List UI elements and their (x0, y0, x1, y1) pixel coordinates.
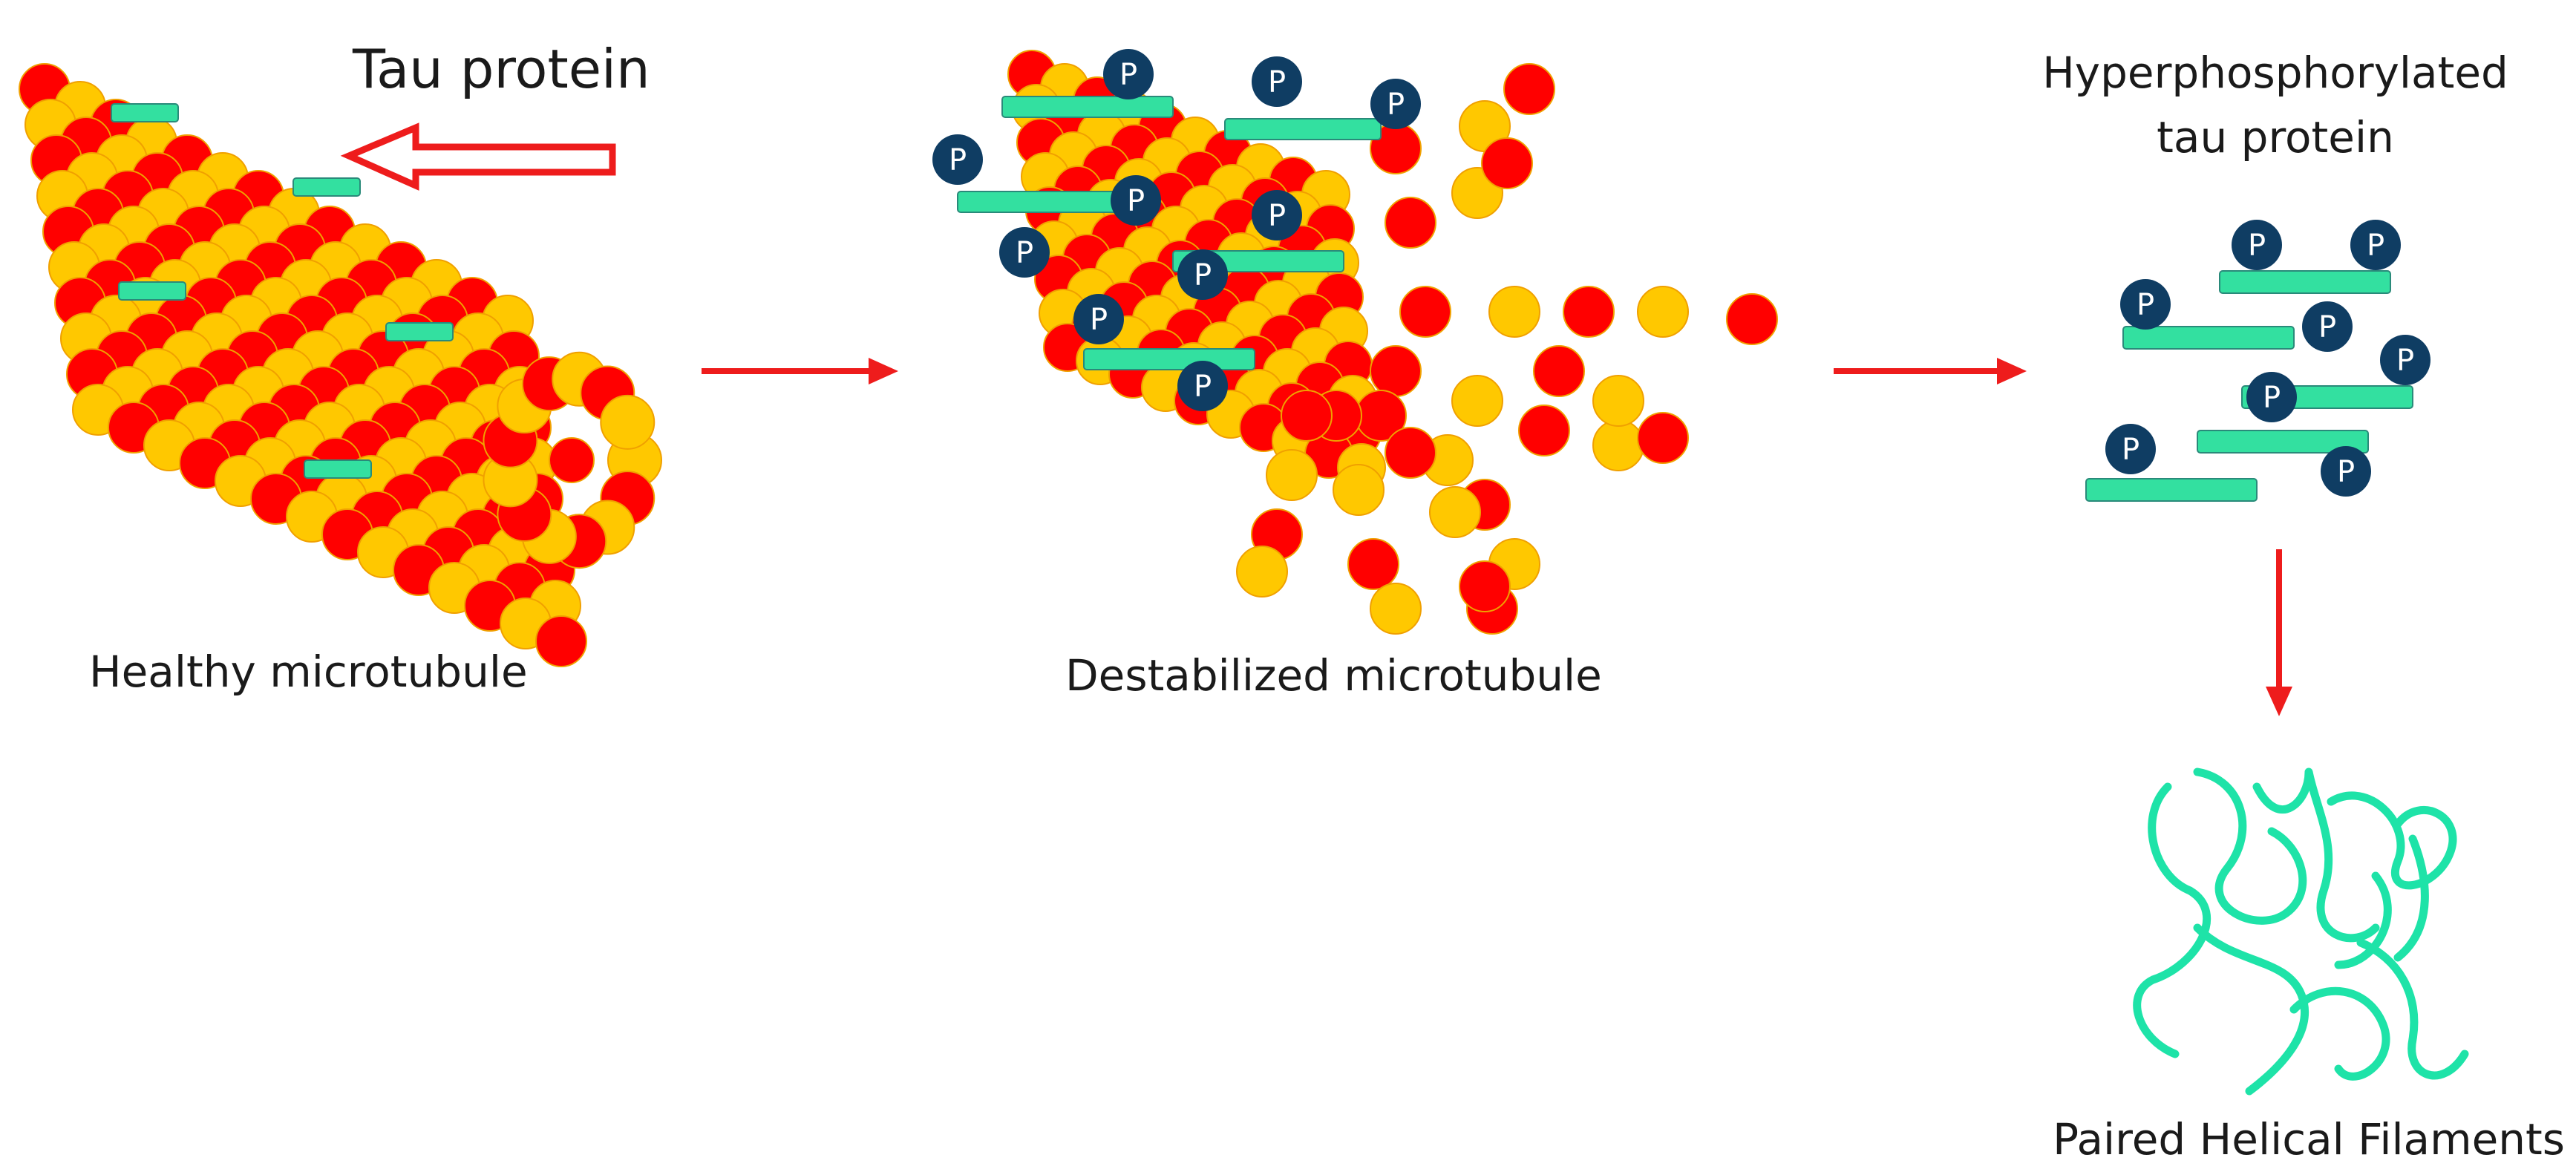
tau-protein-label: Tau protein (352, 38, 650, 100)
phosphate-label: P (1090, 303, 1108, 337)
tubulin-subunit (1503, 63, 1555, 115)
phosphate-label: P (1016, 236, 1033, 270)
phosphate-group: P (2321, 446, 2371, 497)
tau-protein-strand (2122, 326, 2295, 350)
paired-helical-filaments (2133, 767, 2469, 1096)
tubulin-subunit (1451, 375, 1503, 427)
hyperphosphorylated-label-line1: Hyperphosphorylated (2042, 48, 2508, 98)
phosphate-group: P (1252, 190, 1302, 240)
tubulin-subunit (1488, 286, 1540, 338)
healthy-microtubule-label: Healthy microtubule (89, 646, 528, 697)
healthy-microtubule (19, 63, 662, 667)
phosphate-label: P (1268, 65, 1286, 99)
phosphate-label: P (1119, 58, 1137, 92)
tubulin-subunit (1333, 464, 1385, 516)
phosphate-group: P (1177, 249, 1228, 300)
paired-helical-filaments-label: Paired Helical Filaments (2053, 1114, 2565, 1165)
phosphate-label: P (2248, 229, 2266, 263)
phosphate-label: P (2318, 310, 2336, 344)
phosphate-group: P (2105, 424, 2156, 474)
tubulin-subunit (1281, 390, 1333, 442)
tubulin-subunit (1637, 412, 1689, 464)
tubulin-subunit (1385, 197, 1436, 249)
tau-protein-strand (304, 459, 372, 479)
phosphate-group: P (2380, 335, 2430, 385)
tubulin-subunit (600, 394, 656, 450)
phosphate-label: P (2263, 381, 2281, 415)
tubulin-subunit (1637, 286, 1689, 338)
tubulin-subunit (1459, 560, 1511, 612)
tau-protein-strand (111, 103, 179, 122)
tubulin-subunit (535, 615, 587, 667)
phosphate-group: P (2350, 220, 2401, 270)
tau-protein-strand (1001, 96, 1174, 118)
hyperphosphorylated-tau-group: P P P P P P P P (2085, 220, 2430, 502)
arrow-healthy-to-destabilized (702, 358, 898, 384)
phosphate-group: P (932, 134, 983, 185)
phosphate-label: P (949, 143, 967, 177)
destabilized-microtubule-label: Destabilized microtubule (1065, 650, 1602, 701)
tubulin-subunit (1563, 286, 1615, 338)
phosphate-label: P (2337, 455, 2355, 489)
arrow-to-paired-helical-filaments (2266, 549, 2292, 716)
tubulin-subunit (1726, 293, 1778, 345)
phosphate-group: P (1177, 361, 1228, 411)
phosphate-group: P (1252, 56, 1302, 107)
tau-protein-strand (1083, 348, 1255, 370)
tubulin-subunit (549, 437, 595, 483)
tau-protein-strand (2197, 430, 2369, 454)
tau-protein-strand (385, 322, 454, 341)
tubulin-subunit (1347, 538, 1399, 590)
tubulin-subunit (1592, 419, 1644, 471)
phosphate-group: P (2232, 220, 2282, 270)
phosphate-label: P (1127, 184, 1145, 218)
phosphate-label: P (1194, 258, 1212, 292)
tau-protein-strand (2085, 478, 2258, 502)
phosphate-group: P (999, 227, 1050, 278)
tubulin-subunit (1399, 286, 1451, 338)
phosphate-label: P (2122, 433, 2139, 467)
tubulin-subunit (1429, 486, 1481, 538)
phosphate-group: P (2120, 279, 2171, 330)
tubulin-subunit (1518, 405, 1570, 456)
phosphate-label: P (1387, 88, 1405, 122)
phosphate-label: P (2396, 344, 2414, 378)
tubulin-subunit (1370, 345, 1422, 397)
tubulin-subunit (1533, 345, 1585, 397)
phosphate-group: P (1103, 49, 1154, 99)
tau-protein-strand (957, 191, 1129, 213)
phosphate-group: P (1111, 175, 1161, 226)
tubulin-subunit (1385, 427, 1436, 479)
tubulin-subunit (1266, 449, 1318, 501)
tubulin-subunit (1370, 583, 1422, 635)
destabilized-microtubule: P P P P P P P P P P (932, 49, 1778, 635)
tubulin-subunit (1592, 375, 1644, 427)
tau-protein-strand (118, 281, 186, 301)
tau-protein-strand (2219, 270, 2391, 294)
tubulin-subunit (1236, 546, 1288, 598)
tau-protein-strand (292, 177, 361, 197)
phosphate-group: P (1370, 79, 1421, 129)
tau-callout-arrow (340, 122, 616, 191)
phosphate-label: P (1268, 199, 1286, 233)
phosphate-group: P (2246, 372, 2297, 422)
tau-protein-strand (1224, 118, 1382, 140)
arrow-destabilized-to-hyperphosphorylated (1834, 358, 2027, 384)
phosphate-label: P (1194, 370, 1212, 404)
phosphate-group: P (2302, 301, 2353, 352)
tubulin-subunit (1481, 137, 1533, 189)
phosphate-group: P (1073, 294, 1124, 344)
phosphate-label: P (2367, 229, 2384, 263)
hyperphosphorylated-label-line2: tau protein (2157, 112, 2394, 163)
phosphate-label: P (2137, 288, 2154, 322)
